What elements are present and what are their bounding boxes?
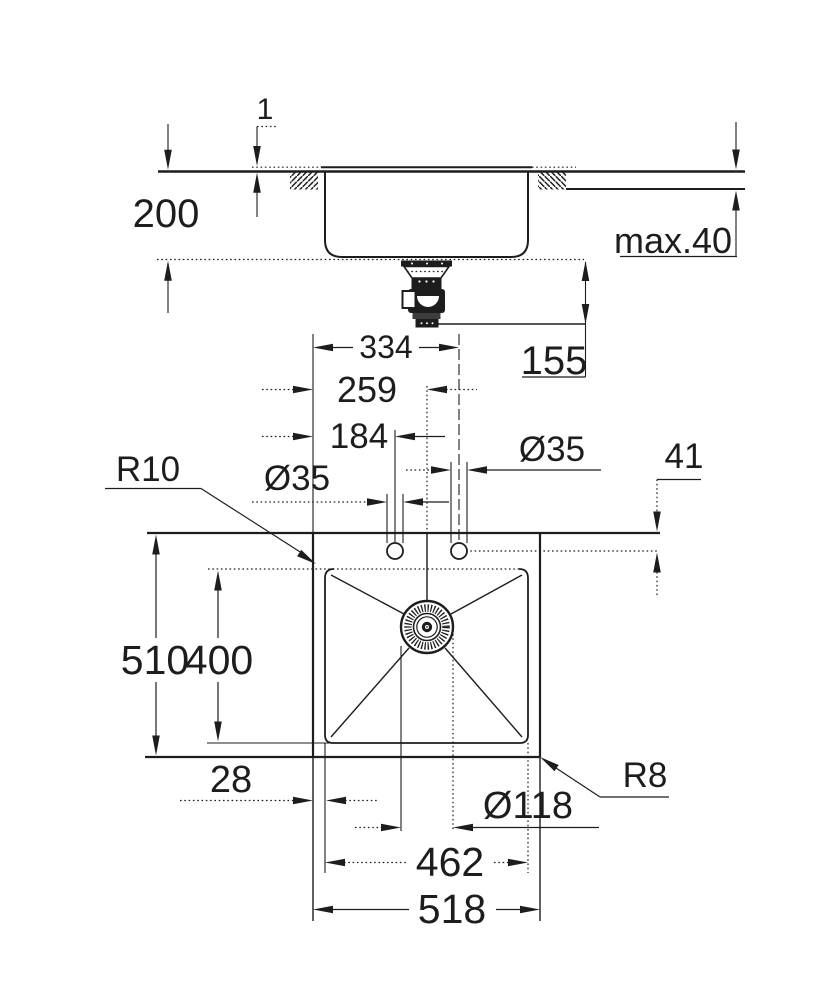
trap-lower-collar (412, 313, 441, 319)
dim-countertop-thickness: max.40 (614, 122, 740, 261)
slope-diagonal-bl (330, 647, 410, 738)
callout-corner-radius-bottom-label: R8 (623, 756, 668, 795)
dim-right-hole-offset: 334 (313, 329, 459, 365)
dim-bowl-depth: 200 (133, 124, 200, 313)
dim-bowl-inner-depth: 400 (185, 570, 253, 742)
dim-trap-clearance-label: 155 (521, 339, 588, 383)
dim-drain-diameter-label: Ø118 (483, 785, 573, 827)
dim-drain-center-offset: 259 (262, 369, 477, 410)
bowl-corner-tl (324, 568, 335, 579)
dim-left-hole-offset: 184 (262, 417, 445, 456)
countertop-hatch-left (290, 172, 318, 190)
bowl-section-outline (324, 172, 529, 258)
dim-right-hole-offset-label: 334 (359, 329, 412, 365)
dim-left-hole-diameter-label: Ø35 (264, 459, 330, 498)
countertop-hatch-right (538, 172, 566, 190)
dim-left-hole-diameter: Ø35 (252, 459, 449, 506)
faucet-hole-right (450, 542, 468, 560)
top-view-plan: 334 259 184 Ø35 (105, 329, 703, 932)
slope-diagonal-tl (330, 574, 405, 615)
dim-hole-front-distance: 41 (653, 437, 703, 597)
drain-trap-assembly (401, 260, 452, 328)
drain-plan-view (399, 599, 455, 655)
dim-right-hole-diameter-label: Ø35 (519, 430, 585, 469)
dim-overall-width-label: 518 (418, 886, 486, 932)
dim-overall-depth: 510 (121, 534, 189, 756)
dim-edge-to-bowl-label: 28 (210, 759, 252, 801)
slope-diagonal-tr (450, 574, 523, 615)
dim-overall-depth-label: 510 (121, 637, 189, 683)
dim-countertop-thickness-label: max.40 (614, 220, 732, 261)
drain-funnel (402, 265, 451, 279)
dim-hole-front-distance-label: 41 (665, 437, 704, 476)
dim-overall-width: 518 (313, 886, 540, 932)
callout-corner-radius-top-label: R10 (116, 450, 180, 489)
dim-left-hole-offset-label: 184 (330, 417, 388, 456)
bowl-corner-br (519, 734, 529, 744)
faucet-hole-left (386, 542, 404, 560)
dim-drain-diameter: Ø118 (355, 785, 599, 832)
dim-rim-height-label: 1 (257, 93, 274, 126)
drain-knurl-ring (404, 604, 450, 650)
slope-diagonal-br (444, 647, 523, 738)
dim-bowl-inner-width-label: 462 (416, 839, 484, 885)
dim-bowl-inner-depth-label: 400 (185, 637, 253, 683)
dim-trap-clearance: 155 (521, 261, 590, 383)
dim-bowl-inner-width: 462 (325, 839, 528, 885)
dim-bowl-depth-label: 200 (133, 192, 200, 236)
callout-corner-radius-bottom: R8 (540, 756, 669, 798)
bowl-corner-tr (518, 568, 529, 579)
side-view-section: 1 200 max.40 155 (133, 93, 745, 383)
dim-right-hole-diameter: Ø35 (406, 430, 601, 474)
trap-side-tab (401, 290, 417, 309)
callout-corner-radius-top: R10 (105, 450, 316, 564)
dim-edge-to-bowl: 28 (180, 759, 377, 805)
dim-rim-height: 1 (253, 93, 277, 217)
trap-curve (417, 296, 439, 307)
dim-drain-center-offset-label: 259 (337, 369, 397, 410)
drain-collar (411, 278, 442, 289)
